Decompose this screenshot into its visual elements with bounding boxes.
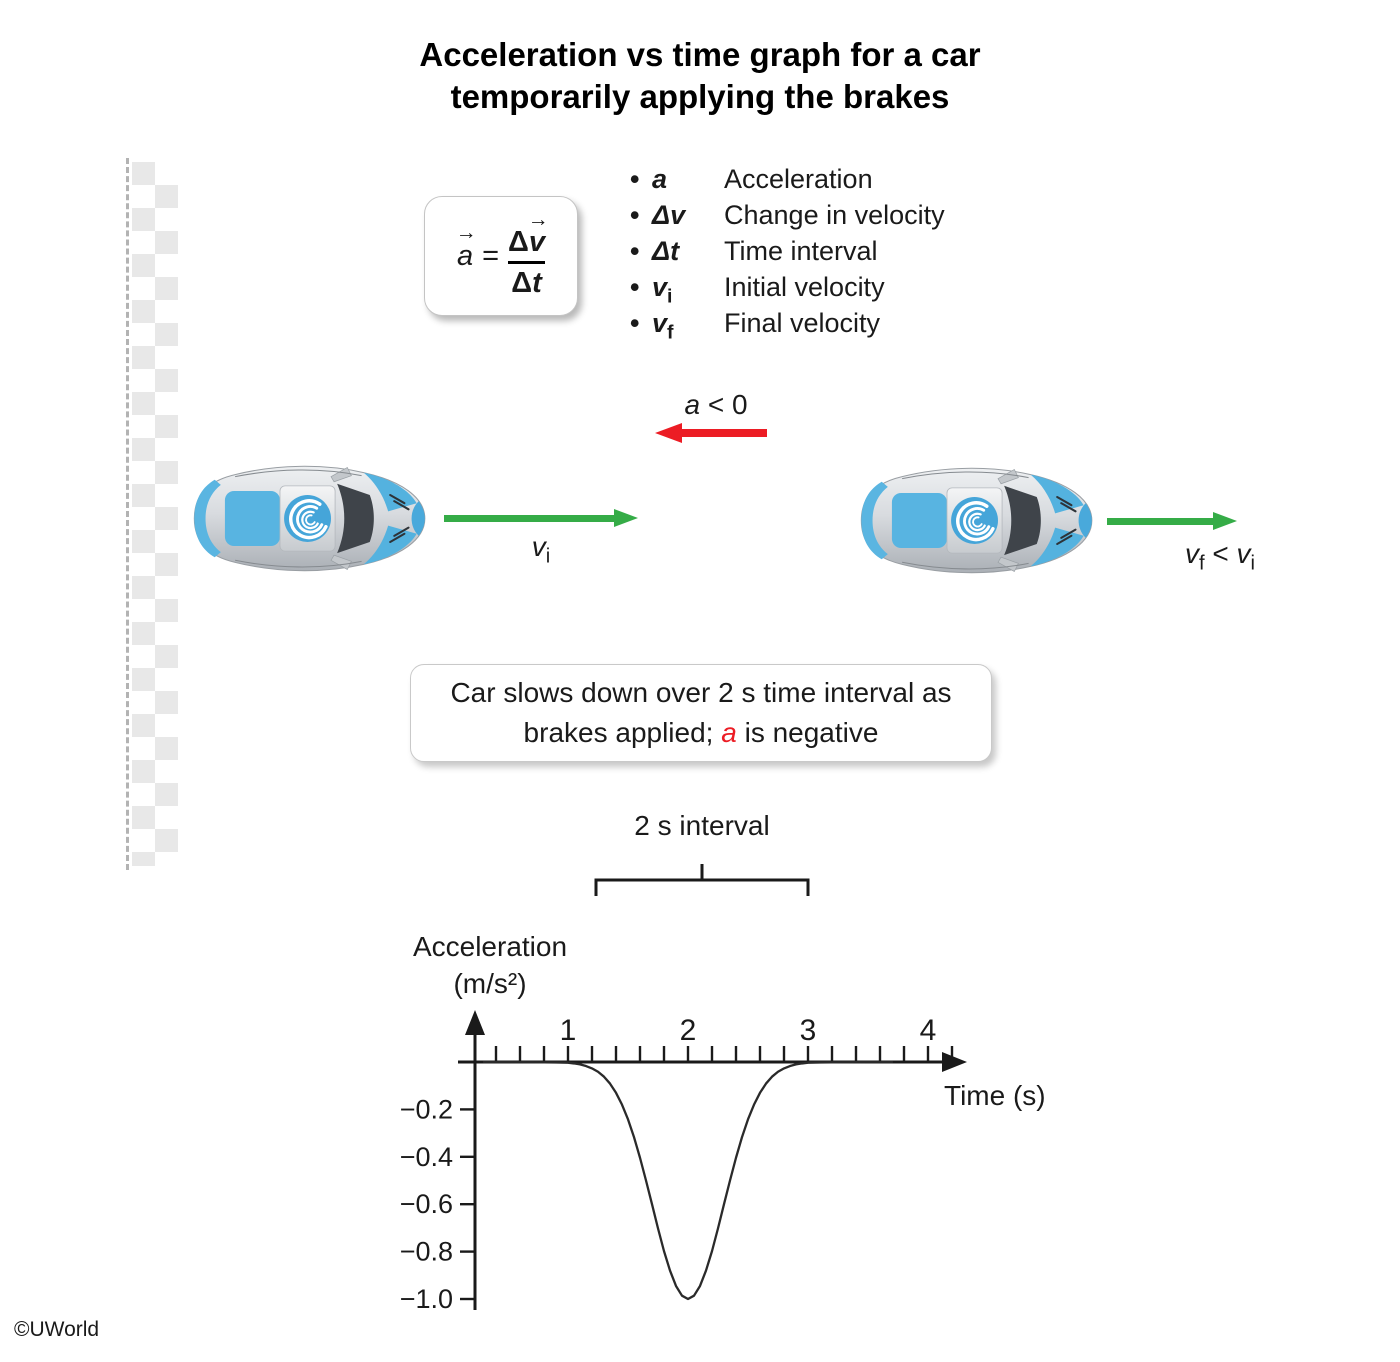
bullet: • — [630, 200, 640, 230]
vector-arrow-icon: → — [527, 207, 549, 231]
bullet: • — [630, 164, 640, 194]
bullet: • — [630, 308, 640, 338]
fraction-denominator: Δt — [511, 267, 542, 299]
finish-line-dashed — [126, 158, 129, 870]
legend-symbol: Δv — [652, 200, 686, 230]
legend-symbol: vf — [652, 308, 674, 344]
y-tick-label: −0.2 — [400, 1094, 453, 1124]
y-axis-title: Acceleration (m/s²) — [390, 928, 590, 1002]
fraction-bar — [508, 261, 546, 264]
interval-bracket — [594, 864, 810, 896]
y-tick-label: −0.4 — [400, 1142, 453, 1172]
final-velocity-label: vf < vi — [1185, 538, 1256, 575]
y-tick-label: −1.0 — [400, 1284, 453, 1314]
title-line-2: temporarily applying the brakes — [450, 78, 950, 115]
y-axis-title-line2: (m/s²) — [453, 968, 527, 999]
final-velocity-arrow — [1107, 512, 1237, 530]
initial-velocity-arrow — [444, 509, 638, 527]
copyright-notice: ©UWorld — [14, 1318, 100, 1341]
formula-fraction: Δ→v Δt — [508, 207, 549, 300]
legend-symbol: a — [652, 164, 668, 194]
y-tick-label: −0.6 — [400, 1189, 453, 1219]
legend-item: • Δv Change in velocity — [630, 200, 1050, 236]
fraction-numerator: Δ→v — [508, 207, 549, 258]
page-title: Acceleration vs time graph for a car tem… — [0, 34, 1400, 118]
legend-item: • Δt Time interval — [630, 236, 1050, 272]
legend-item: • a Acceleration — [630, 164, 1050, 200]
car-final — [845, 452, 1100, 590]
acceleration-arrow-left — [655, 423, 767, 443]
bullet: • — [630, 236, 640, 266]
bullet: • — [630, 272, 640, 302]
x-tick-label: 3 — [800, 1014, 817, 1047]
car-initial — [178, 450, 433, 588]
x-tick-label: 1 — [560, 1014, 577, 1047]
explanation-line-1: Car slows down over 2 s time interval as — [450, 677, 952, 708]
acceleration-curve — [482, 1060, 894, 1301]
legend-label: Final velocity — [724, 308, 881, 338]
y-axis-title-line1: Acceleration — [412, 931, 568, 962]
explanation-box: Car slows down over 2 s time interval as… — [410, 664, 992, 762]
red-a-variable: a — [721, 717, 737, 748]
arrowhead-right-icon — [614, 509, 638, 527]
x-axis-title: Time (s) — [944, 1080, 1046, 1111]
equals-sign: = — [482, 239, 500, 272]
legend-label: Initial velocity — [724, 272, 885, 302]
checkered-flag-strip — [132, 162, 178, 866]
arrowhead-left-icon — [655, 423, 682, 443]
legend-item: • vf Final velocity — [630, 308, 1050, 344]
y-tick-label: −0.8 — [400, 1237, 453, 1267]
arrow-shaft — [1107, 518, 1219, 525]
formula-v-vector: →v — [527, 207, 549, 258]
legend-symbol: Δt — [652, 236, 680, 266]
x-axis-arrowhead-icon — [942, 1052, 967, 1072]
initial-velocity-label: vi — [531, 531, 551, 568]
acceleration-time-graph: 1 2 3 4 −0.2 −0.4 −0.6 −0.8 −1.0 — [400, 1010, 967, 1314]
acceleration-formula-box: →a = Δ→v Δt — [424, 196, 578, 316]
symbol-legend: • a Acceleration • Δv Change in velocity… — [630, 164, 1050, 344]
interval-label: 2 s interval — [634, 810, 770, 841]
legend-label: Time interval — [724, 236, 878, 266]
x-tick-label: 4 — [920, 1014, 937, 1047]
x-tick-label: 2 — [680, 1014, 697, 1047]
y-axis-arrowhead-icon — [465, 1010, 485, 1035]
title-line-1: Acceleration vs time graph for a car — [419, 36, 981, 73]
legend-label: Acceleration — [724, 164, 873, 194]
arrow-shaft — [444, 515, 620, 522]
legend-symbol: vi — [652, 272, 673, 308]
formula-a-vector: →a — [455, 221, 477, 272]
arrow-shaft — [673, 429, 767, 437]
explanation-line-2: brakes applied; a is negative — [523, 717, 879, 748]
legend-label: Change in velocity — [724, 200, 945, 230]
arrowhead-right-icon — [1213, 512, 1237, 530]
negative-acceleration-label: a < 0 — [684, 389, 748, 420]
vector-arrow-icon: → — [455, 221, 477, 245]
legend-item: • vi Initial velocity — [630, 272, 1050, 308]
